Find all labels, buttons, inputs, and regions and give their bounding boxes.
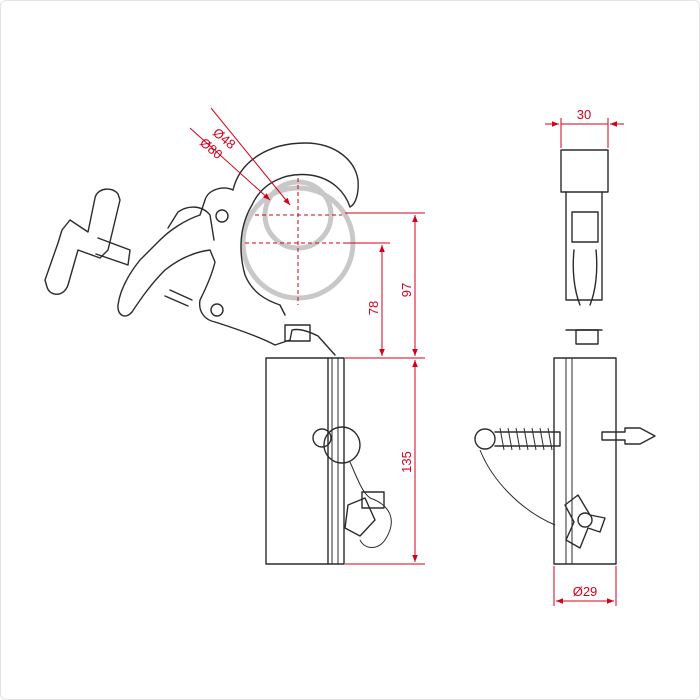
knob-shaft	[95, 237, 131, 266]
clamp-link	[164, 289, 193, 307]
front-wing-hub	[577, 512, 593, 528]
front-clamp-slot	[571, 211, 599, 243]
dim-label-97: 97	[399, 283, 414, 297]
pivot-bolt-upper	[215, 209, 229, 223]
clamp-hook	[232, 142, 359, 208]
front-pin-ring	[474, 428, 496, 450]
dim-label-29: Ø29	[573, 584, 598, 599]
pivot-bolt-lower	[210, 303, 224, 317]
clamp-body	[117, 187, 336, 356]
front-view	[474, 149, 656, 565]
wing-knob	[44, 188, 121, 295]
front-clamp-body	[565, 191, 603, 301]
dim-label-30: 30	[577, 107, 591, 122]
hex-nut	[284, 324, 311, 342]
pin-head	[312, 428, 332, 448]
dim-diameter-leaders	[189, 107, 291, 206]
leader-80	[189, 127, 271, 201]
front-lever	[572, 249, 598, 306]
front-hook-top	[560, 149, 609, 193]
pin-ring	[323, 426, 361, 464]
dim-label-135: 135	[399, 451, 414, 473]
cable-clip	[361, 491, 385, 509]
clamp-inner-jaw	[240, 204, 286, 316]
mount-block	[265, 357, 345, 565]
front-safety-cable	[479, 449, 556, 526]
safety-cable	[349, 461, 392, 548]
locking-wing	[344, 497, 376, 537]
dim-label-78: 78	[366, 301, 381, 315]
spring-coils	[499, 427, 553, 451]
front-locking-wing	[564, 494, 606, 549]
side-view	[44, 142, 392, 565]
front-mount-block	[553, 357, 617, 565]
pin-tip	[601, 427, 656, 445]
front-hex-nut	[575, 329, 599, 345]
leader-48	[210, 107, 291, 206]
clamp-lever	[167, 206, 215, 241]
